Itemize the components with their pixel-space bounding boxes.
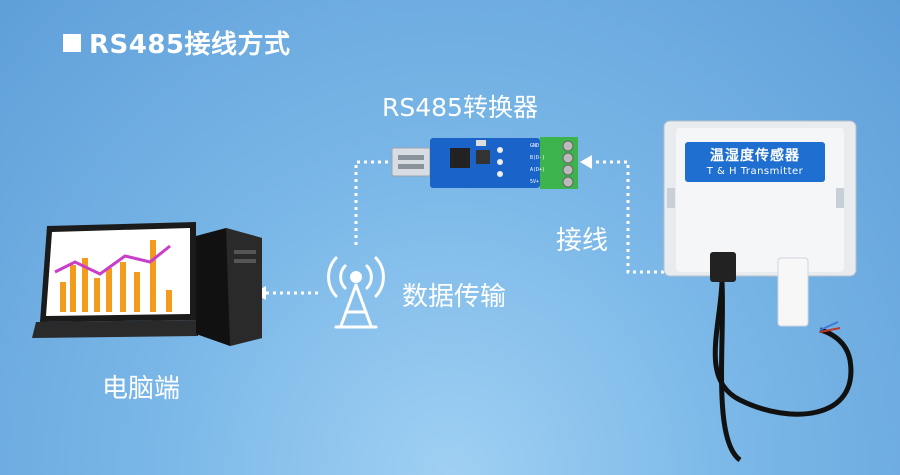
pin-b: B(D-) [530, 155, 546, 161]
sensor-name-en: T & H Transmitter [706, 166, 804, 177]
page-title: RS485接线方式 [63, 24, 291, 61]
sensor-name-cn: 温湿度传感器 [710, 148, 800, 164]
wireless-tower-icon [327, 256, 385, 329]
square-bullet-icon [63, 33, 81, 52]
pc-monitor [32, 222, 200, 338]
pc-label: 电脑端 [102, 374, 181, 404]
data-transfer-label: 数据传输 [402, 282, 507, 312]
arrow-to-converter-icon [580, 155, 592, 169]
pin-5v: 5V+ [530, 179, 540, 185]
sensor-label-plate: 温湿度传感器 T & H Transmitter [685, 142, 825, 182]
pin-gnd: GND [530, 143, 540, 149]
wiring-label: 接线 [556, 226, 609, 256]
pin-a: A(D+) [530, 167, 546, 173]
page-title-text: RS485接线方式 [89, 30, 291, 60]
pc-tower [196, 228, 262, 346]
converter-label: RS485转换器 [382, 93, 538, 122]
rs485-converter [391, 137, 578, 189]
